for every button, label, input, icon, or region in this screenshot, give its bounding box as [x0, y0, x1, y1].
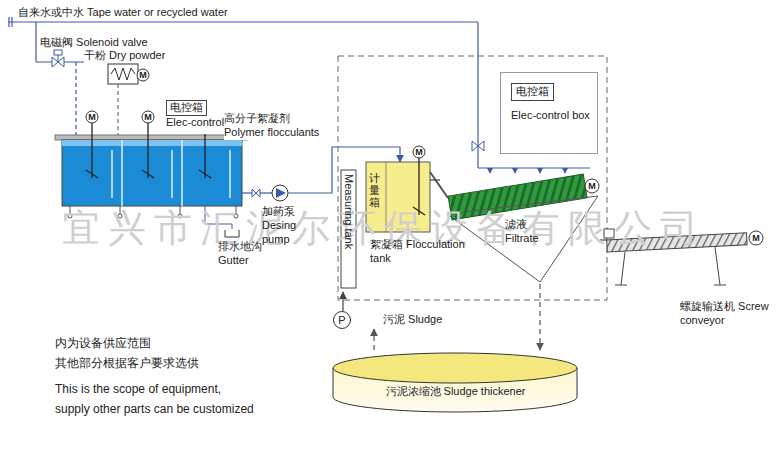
screw-conveyor: 螺旋输送机 Screw conveyor [607, 228, 773, 328]
motor-letter: M [588, 182, 596, 191]
baffle [111, 150, 113, 198]
motor-symbol [137, 69, 149, 81]
part-name: 排水地沟 Gutter [218, 240, 274, 268]
flocculation-tank: 絮凝箱 Flocculation tank [386, 162, 430, 232]
connector [342, 292, 343, 311]
motor-letter: M [752, 234, 760, 243]
sludge-thickener: 污泥浓缩池 Sludge thickener [333, 350, 578, 414]
tank-walls [112, 140, 230, 206]
pump-arrow [276, 188, 286, 198]
spray-bar [478, 167, 590, 168]
part-name: 絮凝箱 Flocculation tank [370, 238, 482, 266]
impeller [142, 170, 154, 178]
nozzle [487, 168, 493, 174]
motor-letter: M [139, 71, 147, 80]
nozzle [512, 168, 518, 174]
motor-letter: M [88, 113, 96, 122]
sludge-pump: P 污泥 Sludge [333, 311, 442, 329]
baffle [229, 150, 231, 198]
conveyor-legs [615, 247, 726, 285]
heater-coil [111, 68, 135, 80]
pipe-label: 自来水或中水 Tape water or recycled water [18, 6, 228, 19]
valve-symbol [252, 189, 260, 197]
baffle [171, 150, 173, 198]
motor-symbol [86, 111, 98, 123]
supply-scope-outline [338, 56, 607, 300]
wall [121, 140, 123, 206]
motor-symbol [413, 146, 425, 158]
valve-actuator [54, 50, 62, 55]
connector [373, 329, 374, 350]
foot [615, 285, 627, 286]
powder-feed [118, 84, 119, 136]
pipe-end [11, 17, 12, 27]
part-name: 污泥 Sludge [383, 313, 442, 327]
dry-powder-unit: 干粉 Dry powder [84, 49, 165, 63]
edge-label: 高分子絮凝剂 Polymer flocculants [224, 112, 332, 140]
valve-label: 电磁阀 Solenoid valve [40, 36, 148, 49]
box-title: 电控箱 [166, 100, 207, 116]
part-name: 加药泵 Desing pump [262, 205, 326, 246]
dosing-pump-symbol [272, 185, 288, 201]
water-pipe [75, 62, 76, 136]
part-name: 滤液 Filtrate [505, 218, 555, 246]
dosing-pump: 加药泵 Desing pump [262, 184, 326, 246]
mixer-shaft [91, 123, 92, 178]
foot [714, 285, 726, 286]
note: This is the scope of equipment, [55, 382, 221, 396]
motor-letter: M [415, 148, 423, 157]
motor-symbol [585, 179, 599, 193]
valve-stem [58, 55, 59, 62]
connector [539, 284, 540, 350]
part-name: 螺旋输送机 Screw conveyor [680, 300, 775, 328]
leg [715, 247, 720, 285]
motor-symbol [749, 231, 763, 245]
part-name: 干粉 Dry powder [84, 49, 165, 63]
dosing-pipe [288, 192, 326, 193]
mixer-shaft [204, 134, 205, 178]
thickener-top [333, 353, 577, 383]
tank-rail [55, 135, 247, 140]
note: 内为设备供应范围 [55, 336, 151, 350]
water-pipe [8, 21, 478, 22]
mixers [86, 123, 211, 178]
spray-nozzles [487, 168, 568, 174]
pipe-end [8, 17, 9, 27]
pump-letter: P [333, 311, 351, 329]
motor-letter: M [144, 113, 152, 122]
dry-powder-hopper [108, 64, 138, 84]
measuring-column [341, 170, 356, 288]
mixer-shaft [147, 123, 148, 178]
gutter: 排水地沟 Gutter [218, 240, 274, 268]
valve-symbol [472, 141, 484, 151]
connector [430, 179, 440, 180]
impeller [86, 170, 98, 178]
leg [621, 252, 625, 285]
wall [181, 140, 183, 206]
motor-symbol [142, 111, 154, 123]
tank-surface [62, 140, 242, 146]
connector [326, 147, 400, 193]
box-title: 电控箱 [511, 83, 554, 101]
impeller [199, 170, 211, 178]
control-box: 电控箱 Elec-control box [500, 72, 598, 154]
chute [430, 172, 448, 198]
nozzle [537, 168, 543, 174]
note: supply other parts can be customized [55, 402, 254, 416]
part-name: Measuring tank [341, 174, 355, 249]
screw-press: 滤液 Filtrate [440, 166, 600, 284]
part-name: Elec-control box [511, 109, 597, 123]
vertical-name: 计量箱 [369, 172, 380, 208]
part-name: 污泥浓缩池 Sludge thickener [333, 385, 578, 399]
mixer-shaft [418, 158, 419, 215]
water-pipe [35, 22, 36, 62]
mixing-tank [62, 140, 242, 206]
nozzle [562, 168, 568, 174]
measuring-tank: 计量箱 Measuring tank [340, 160, 386, 292]
note: 其他部分根据客户要求选供 [55, 356, 199, 370]
